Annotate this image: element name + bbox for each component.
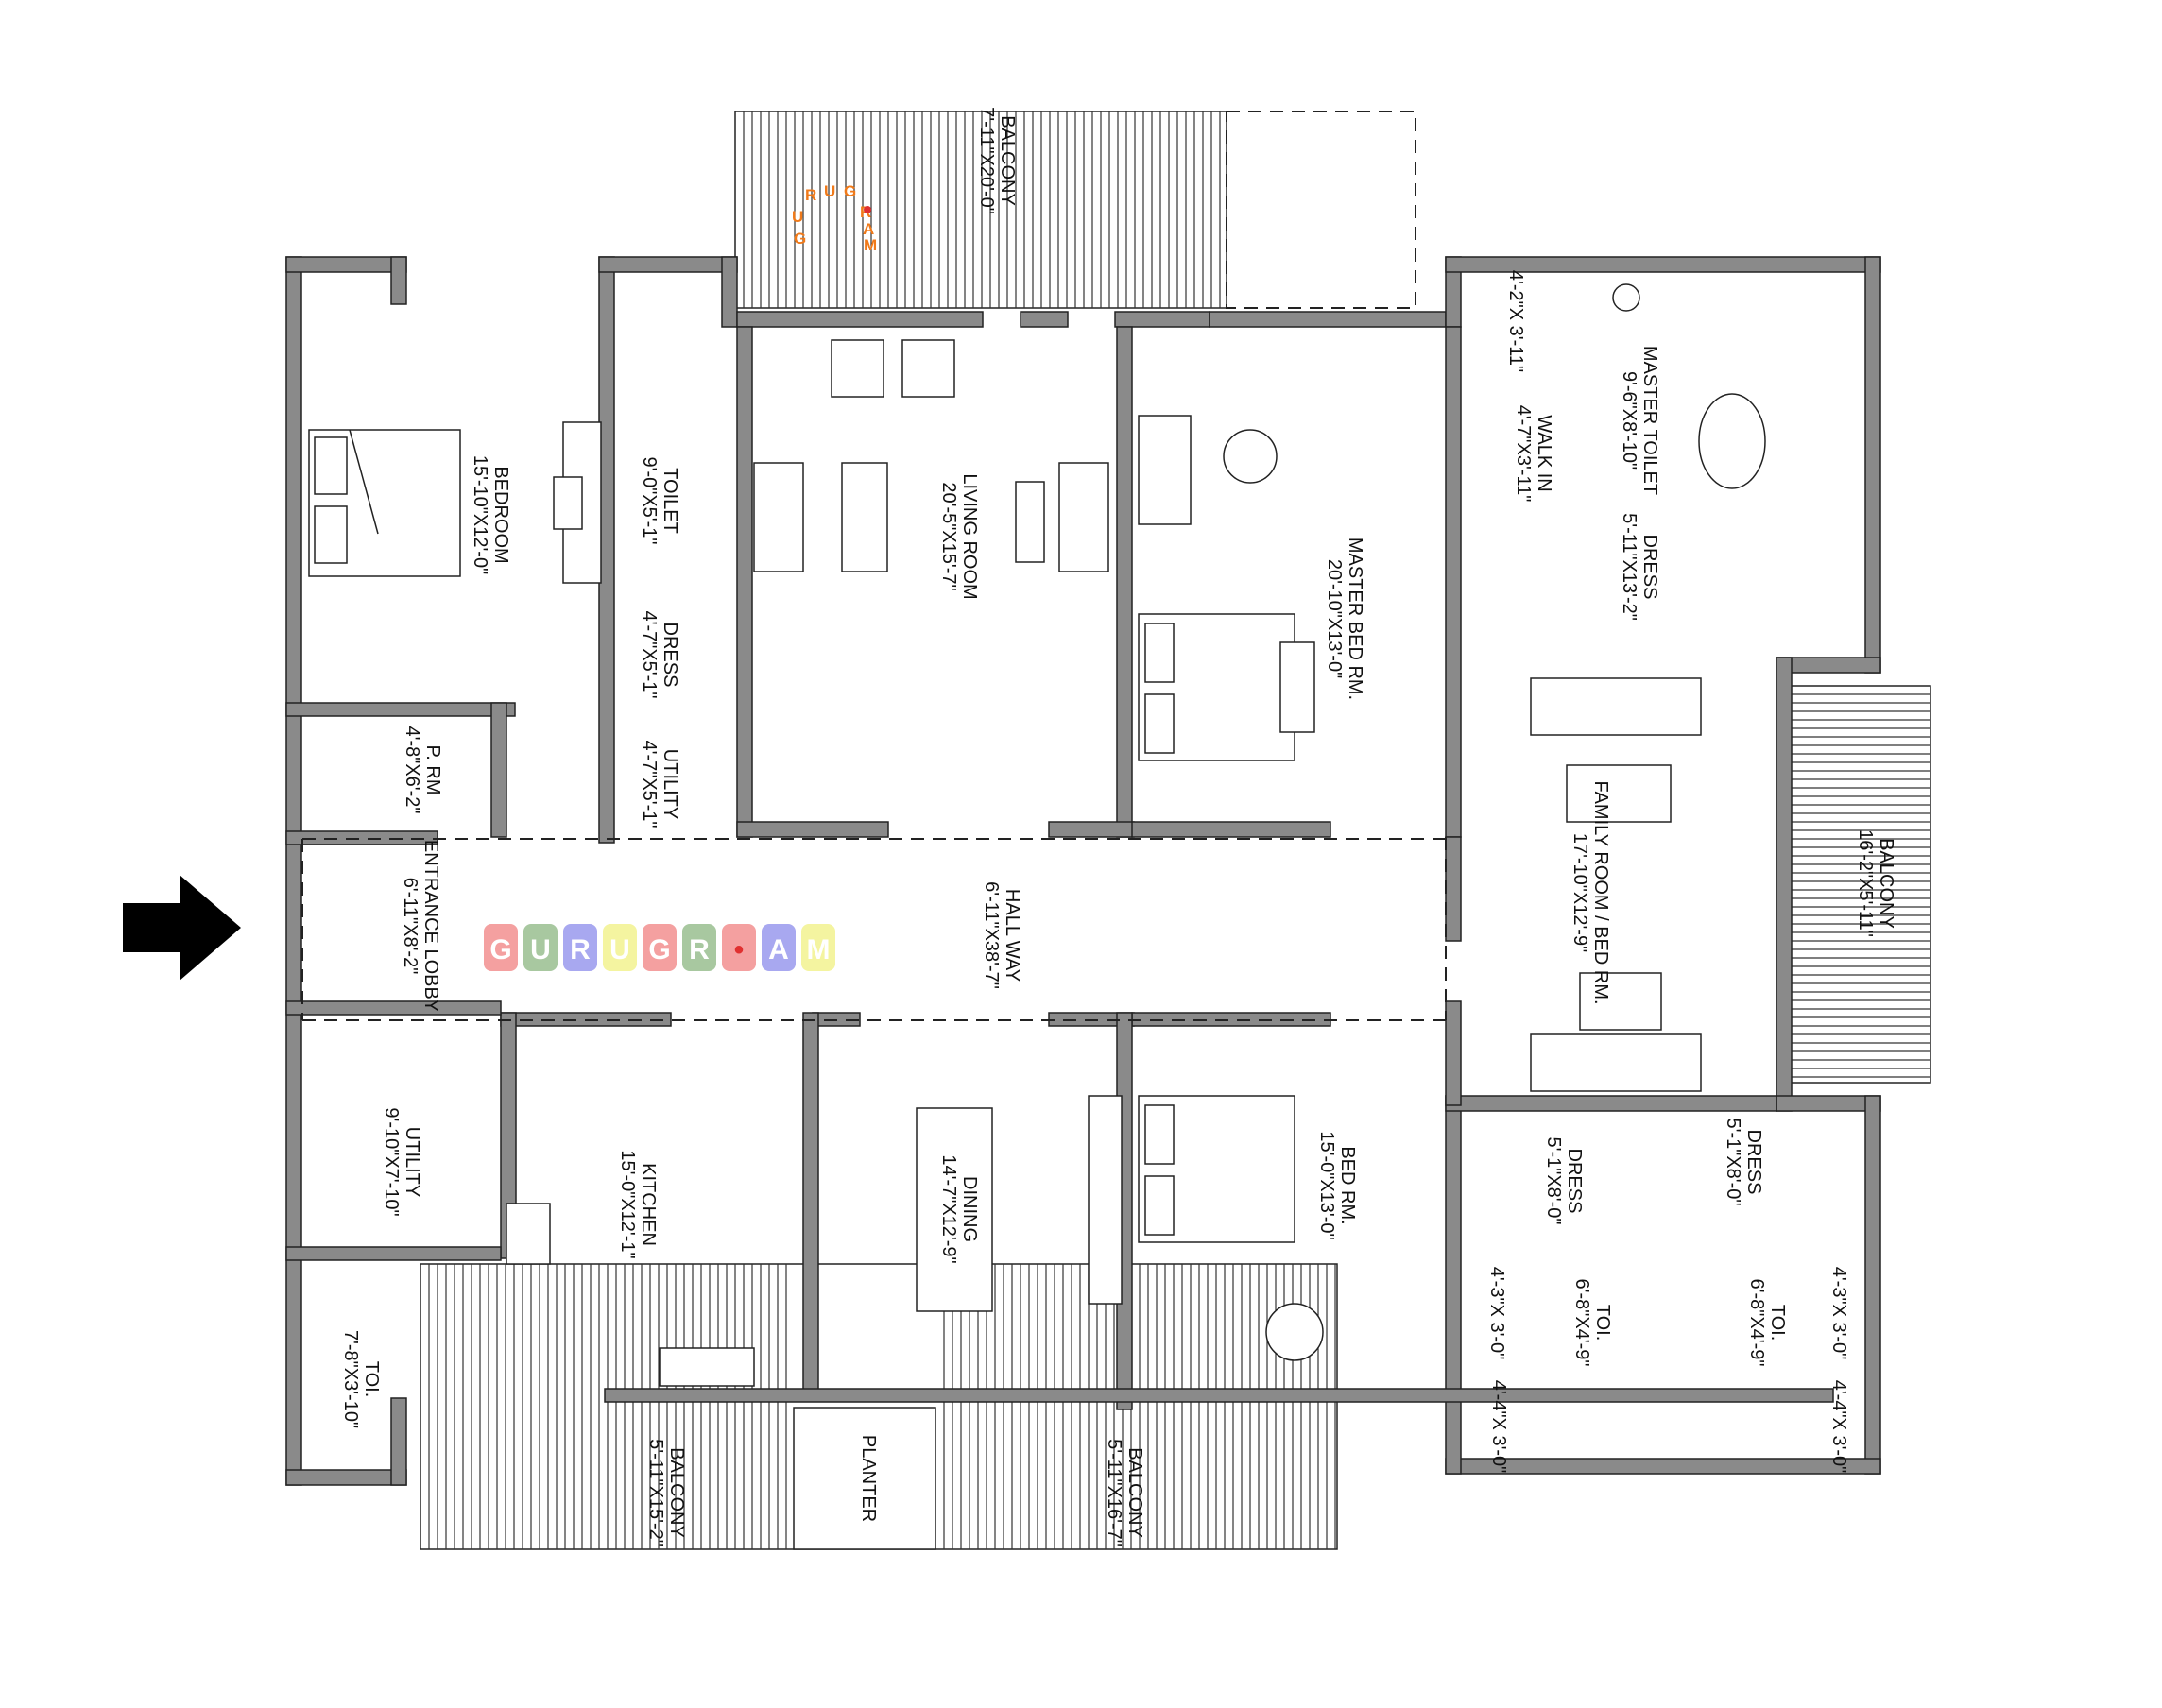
walls (285, 256, 1881, 1486)
watermark-tile (523, 924, 558, 971)
watermark-letter: U (530, 934, 551, 965)
living-room-size: 20'-5"X15'-7" (938, 482, 959, 590)
utility-large-size: 9'-10"X7'-10" (381, 1107, 402, 1216)
balcony-top-hatch (734, 111, 1227, 309)
utility-large-name: UTILITY (402, 1127, 422, 1197)
family-room-size: 17'-10"X12'-9" (1570, 833, 1590, 952)
p-rm-name: P. RM (422, 745, 443, 795)
watermark-small-letter: U (824, 182, 835, 200)
watermark-letter: • (734, 934, 745, 965)
watermark-tile (484, 924, 518, 971)
balcony-bottom-left-name: BALCONY (666, 1447, 687, 1538)
dress-left-name: DRESS (660, 623, 680, 688)
watermark-letter: R (689, 934, 710, 965)
wc-a-size: 4'-3"X 3'-0" (1486, 1267, 1507, 1360)
dress-b-name: DRESS (1743, 1130, 1764, 1195)
bed-rm-size: 15'-0"X13'-0" (1316, 1131, 1337, 1239)
balcony-bottom-left-size: 5'-11"X15'-2" (645, 1439, 666, 1546)
toi-b-size: 6'-8"X4'-9" (1746, 1279, 1767, 1367)
watermark-tile (603, 924, 637, 971)
toilet-name: TOILET (660, 468, 680, 534)
toi-left-size: 7'-8"X3'-10" (340, 1330, 361, 1428)
watermark-letter: G (648, 934, 670, 965)
watermark-small-letter: G (794, 230, 806, 248)
balcony-bottom-right-size: 5'-11"X16'-7" (1104, 1439, 1124, 1546)
wc-d-size: 4'-4"X 3'-0" (1828, 1380, 1849, 1474)
balcony-bottom-hatch (420, 1263, 1338, 1550)
wc-c-size: 4'-4"X 3'-0" (1488, 1380, 1509, 1474)
toi-a-size: 6'-8"X4'-9" (1571, 1279, 1592, 1367)
dress-master-name: DRESS (1639, 535, 1660, 600)
hall-way-size: 6'-11"X38'-7" (981, 881, 1002, 989)
watermark-small-letter: A (863, 220, 874, 238)
watermark-letter: M (807, 934, 831, 965)
watermark-letter: U (609, 934, 630, 965)
watermark-letter: R (570, 934, 591, 965)
toi-left-name: TOI. (361, 1361, 382, 1398)
watermark-tile (643, 924, 677, 971)
toilet-size: 9'-0"X5'-1" (639, 457, 660, 545)
entrance-lobby-size: 6'-11"X8'-2" (400, 878, 420, 975)
hallway-dashes (301, 837, 1447, 1021)
living-room-name: LIVING ROOM (959, 473, 980, 599)
furniture (308, 283, 1766, 1387)
kitchen-size: 15'-0"X12'-1" (617, 1150, 638, 1258)
master-toilet-name: MASTER TOILET (1639, 346, 1660, 495)
watermark-small-letter: U (792, 208, 803, 226)
balcony-top-name: BALCONY (997, 115, 1018, 206)
dress-a-size: 5'-1"X8'-0" (1543, 1137, 1564, 1225)
family-room-name: FAMILY ROOM / BED RM. (1590, 780, 1611, 1004)
watermark-small-dot (864, 206, 871, 214)
dress-master-size: 5'-11"X13'-2" (1619, 513, 1639, 621)
watermark-tile (801, 924, 835, 971)
balcony-bottom-right-name: BALCONY (1124, 1447, 1145, 1538)
utility-small-size: 4'-7"X5'-1" (639, 741, 660, 828)
watermark-letter: A (768, 934, 789, 965)
master-bed-size: 20'-10"X13'-0" (1324, 559, 1345, 678)
wc-master-size: 4'-2"X 3'-11" (1505, 270, 1526, 372)
dress-left-size: 4'-7"X5'-1" (639, 611, 660, 699)
planter-box (793, 1407, 936, 1550)
master-bed-name: MASTER BED RM. (1345, 538, 1365, 700)
dress-b-size: 5'-1"X8'-0" (1723, 1119, 1743, 1206)
balcony-top-dashed-extension (1226, 111, 1416, 309)
dining-size: 14'-7"X12'-9" (938, 1154, 959, 1263)
bedroom-name: BEDROOM (490, 466, 511, 563)
bedroom-size: 15'-10"X12'-0" (470, 455, 490, 574)
kitchen-name: KITCHEN (638, 1163, 659, 1246)
balcony-top-size: 7'-11"X20'-0" (976, 107, 997, 214)
planter-name: PLANTER (858, 1435, 879, 1522)
master-toilet-size: 9'-6"X8'-10" (1619, 371, 1639, 470)
bed-rm-name: BED RM. (1337, 1146, 1358, 1224)
dress-a-name: DRESS (1564, 1149, 1585, 1214)
utility-small-name: UTILITY (660, 749, 680, 819)
p-rm-size: 4'-8"X6'-2" (402, 726, 422, 814)
walk-in-name: WALK IN (1534, 415, 1554, 492)
toi-b-name: TOI. (1767, 1305, 1788, 1341)
room-labels: BALCONY 7'-11"X20'-0" BEDROOM 15'-10"X12… (340, 107, 1896, 1546)
watermark-tile (563, 924, 597, 971)
balcony-right-size: 16'-2"X5'-11" (1855, 829, 1876, 937)
watermark-tile (682, 924, 716, 971)
watermark-small-letter: M (864, 236, 877, 254)
entry-arrow-icon (123, 875, 241, 981)
balcony-right-hatch (1788, 685, 1931, 1084)
watermark-letter: G (489, 934, 511, 965)
entrance-lobby-name: ENTRANCE LOBBY (420, 840, 441, 1012)
balcony-right-name: BALCONY (1876, 838, 1896, 929)
watermark-small-letter: G (844, 182, 856, 200)
gurugram-watermark-small: GURUGRAM (792, 182, 877, 254)
walk-in-size: 4'-7"X3'-11" (1513, 405, 1534, 503)
hall-way-name: HALL WAY (1002, 889, 1022, 982)
watermark-tile (722, 924, 756, 971)
toi-a-name: TOI. (1592, 1305, 1613, 1341)
watermark-small-letter: R (805, 186, 816, 204)
dining-name: DINING (959, 1176, 980, 1242)
wc-b-size: 4'-3"X 3'-0" (1828, 1267, 1849, 1360)
watermark-tile (762, 924, 796, 971)
